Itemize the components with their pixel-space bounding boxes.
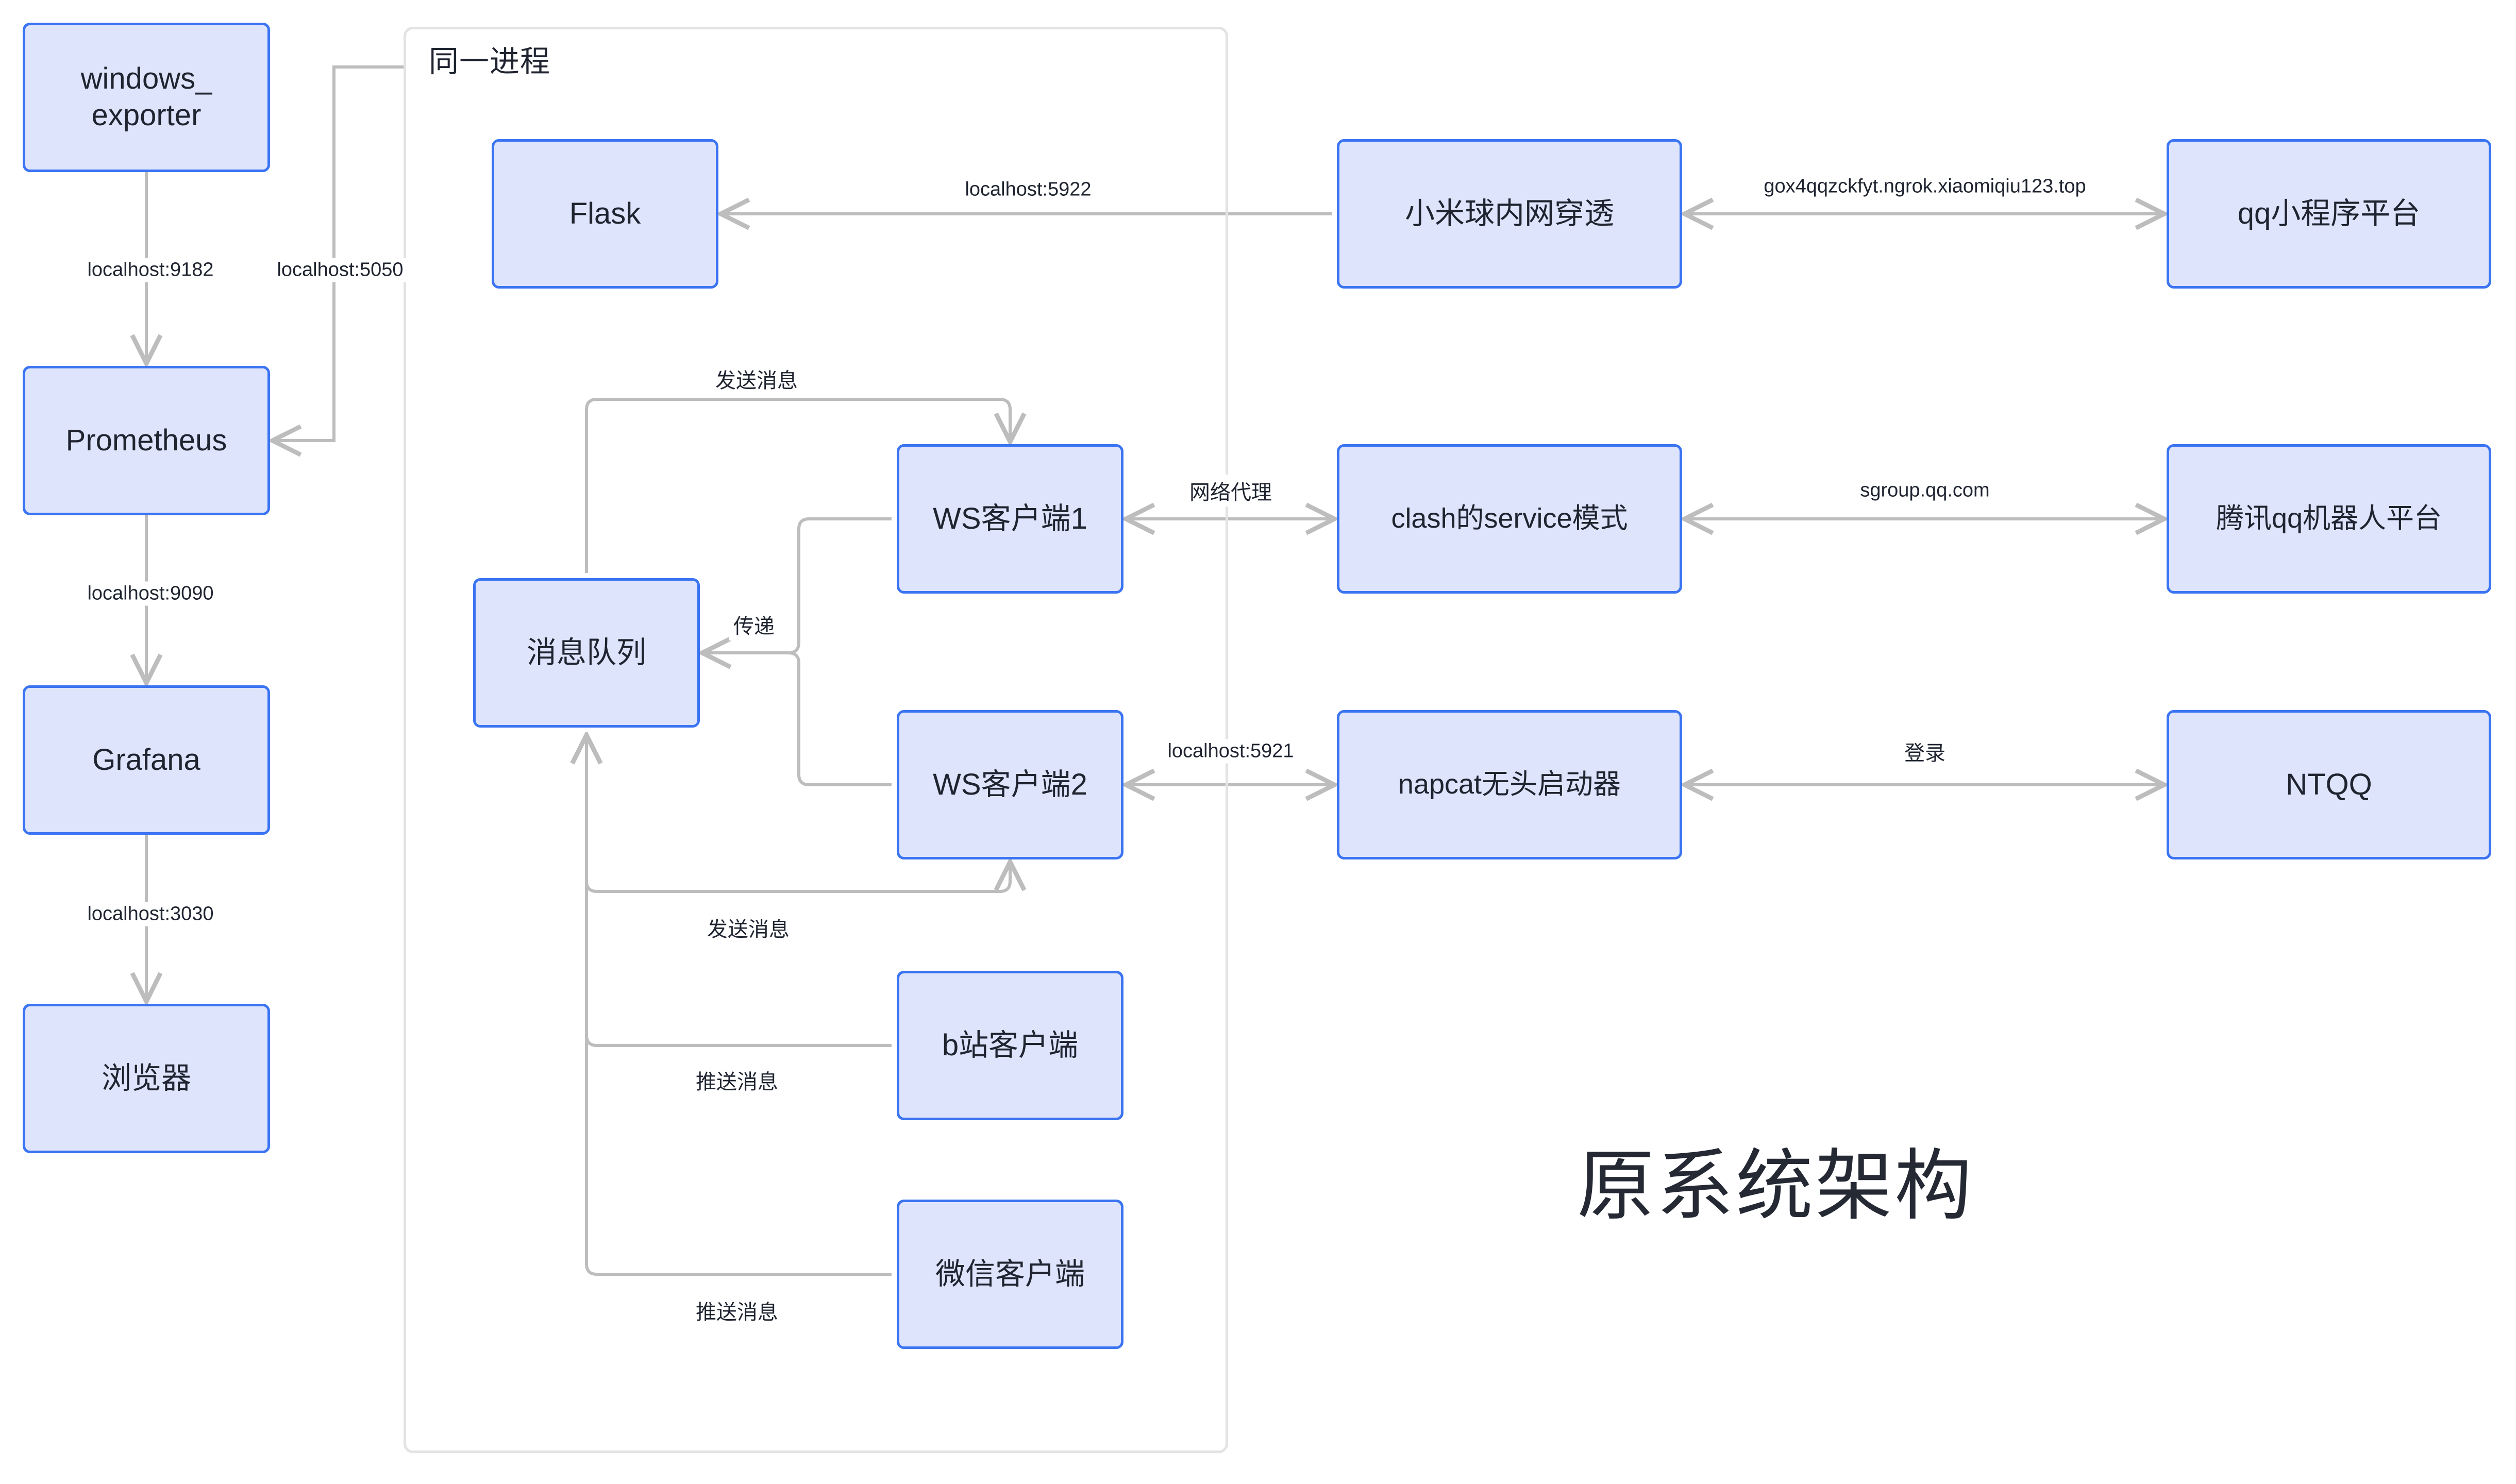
edge-label-ngrok-domain: gox4qqzckfyt.ngrok.xiaomiqiu123.top [1759, 174, 2090, 199]
edge-label-send-message-2: 发送消息 [703, 912, 794, 943]
edge-label-send-message-1: 发送消息 [711, 363, 802, 395]
node-napcat-headless-launcher[interactable]: napcat无头启动器 [1337, 710, 1682, 859]
edge-label-localhost-9182: localhost:9182 [83, 258, 218, 282]
node-ntqq[interactable]: NTQQ [2167, 710, 2491, 859]
node-ws-client-1[interactable]: WS客户端1 [897, 444, 1123, 594]
node-bilibili-client[interactable]: b站客户端 [897, 971, 1123, 1120]
node-message-queue[interactable]: 消息队列 [473, 578, 700, 728]
edge-label-deliver: 传递 [729, 609, 779, 640]
edge-label-push-message-1: 推送消息 [692, 1064, 782, 1096]
diagram-title: 原系统架构 [1577, 1142, 1974, 1229]
edge-label-network-proxy: 网络代理 [1185, 475, 1276, 507]
node-tencent-qq-bot-platform[interactable]: 腾讯qq机器人平台 [2167, 444, 2491, 594]
node-browser[interactable]: 浏览器 [23, 1004, 270, 1153]
edge-label-sgroup-qq-com: sgroup.qq.com [1856, 478, 1994, 503]
node-windows-exporter[interactable]: windows_ exporter [23, 23, 270, 172]
node-flask[interactable]: Flask [492, 139, 718, 289]
edge-label-push-message-2: 推送消息 [692, 1294, 782, 1326]
node-grafana[interactable]: Grafana [23, 685, 270, 835]
node-qq-miniapp-platform[interactable]: qq小程序平台 [2167, 139, 2491, 289]
edge-label-localhost-5921: localhost:5921 [1163, 739, 1298, 764]
node-ws-client-2[interactable]: WS客户端2 [897, 710, 1123, 859]
node-wechat-client[interactable]: 微信客户端 [897, 1200, 1123, 1349]
edge-label-localhost-9090: localhost:9090 [83, 581, 218, 606]
group-container-label: 同一进程 [429, 45, 551, 78]
edge-flask-to-prometheus [275, 65, 404, 441]
edge-label-localhost-3030: localhost:3030 [83, 902, 218, 926]
node-clash-service-mode[interactable]: clash的service模式 [1337, 444, 1682, 594]
edge-label-login: 登录 [1900, 735, 1950, 767]
edge-label-localhost-5922: localhost:5922 [961, 177, 1096, 202]
node-xiaomiqiu-tunnel[interactable]: 小米球内网穿透 [1337, 139, 1682, 289]
node-prometheus[interactable]: Prometheus [23, 366, 270, 515]
edge-label-localhost-5050: localhost:5050 [273, 258, 408, 282]
